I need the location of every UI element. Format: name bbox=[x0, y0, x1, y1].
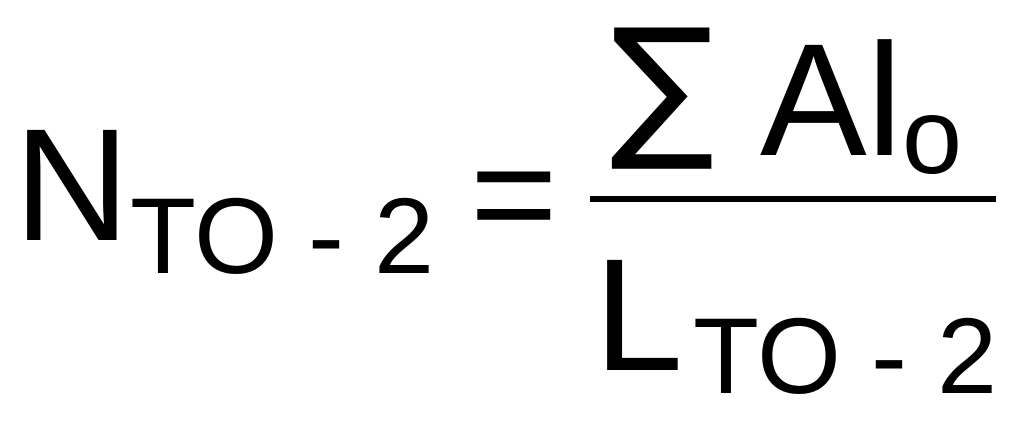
summation-icon: ∑ bbox=[610, 0, 715, 176]
fraction-bar bbox=[590, 196, 996, 202]
numerator-symbol: Al bbox=[760, 10, 903, 189]
denominator-subscript: TO - 2 bbox=[693, 295, 998, 416]
lhs-symbol: N bbox=[14, 95, 130, 274]
numerator-subscript: o bbox=[902, 75, 963, 196]
denominator-symbol: L bbox=[594, 225, 683, 404]
lhs-subscript: TO - 2 bbox=[130, 175, 435, 296]
equals-sign: = bbox=[470, 109, 558, 277]
